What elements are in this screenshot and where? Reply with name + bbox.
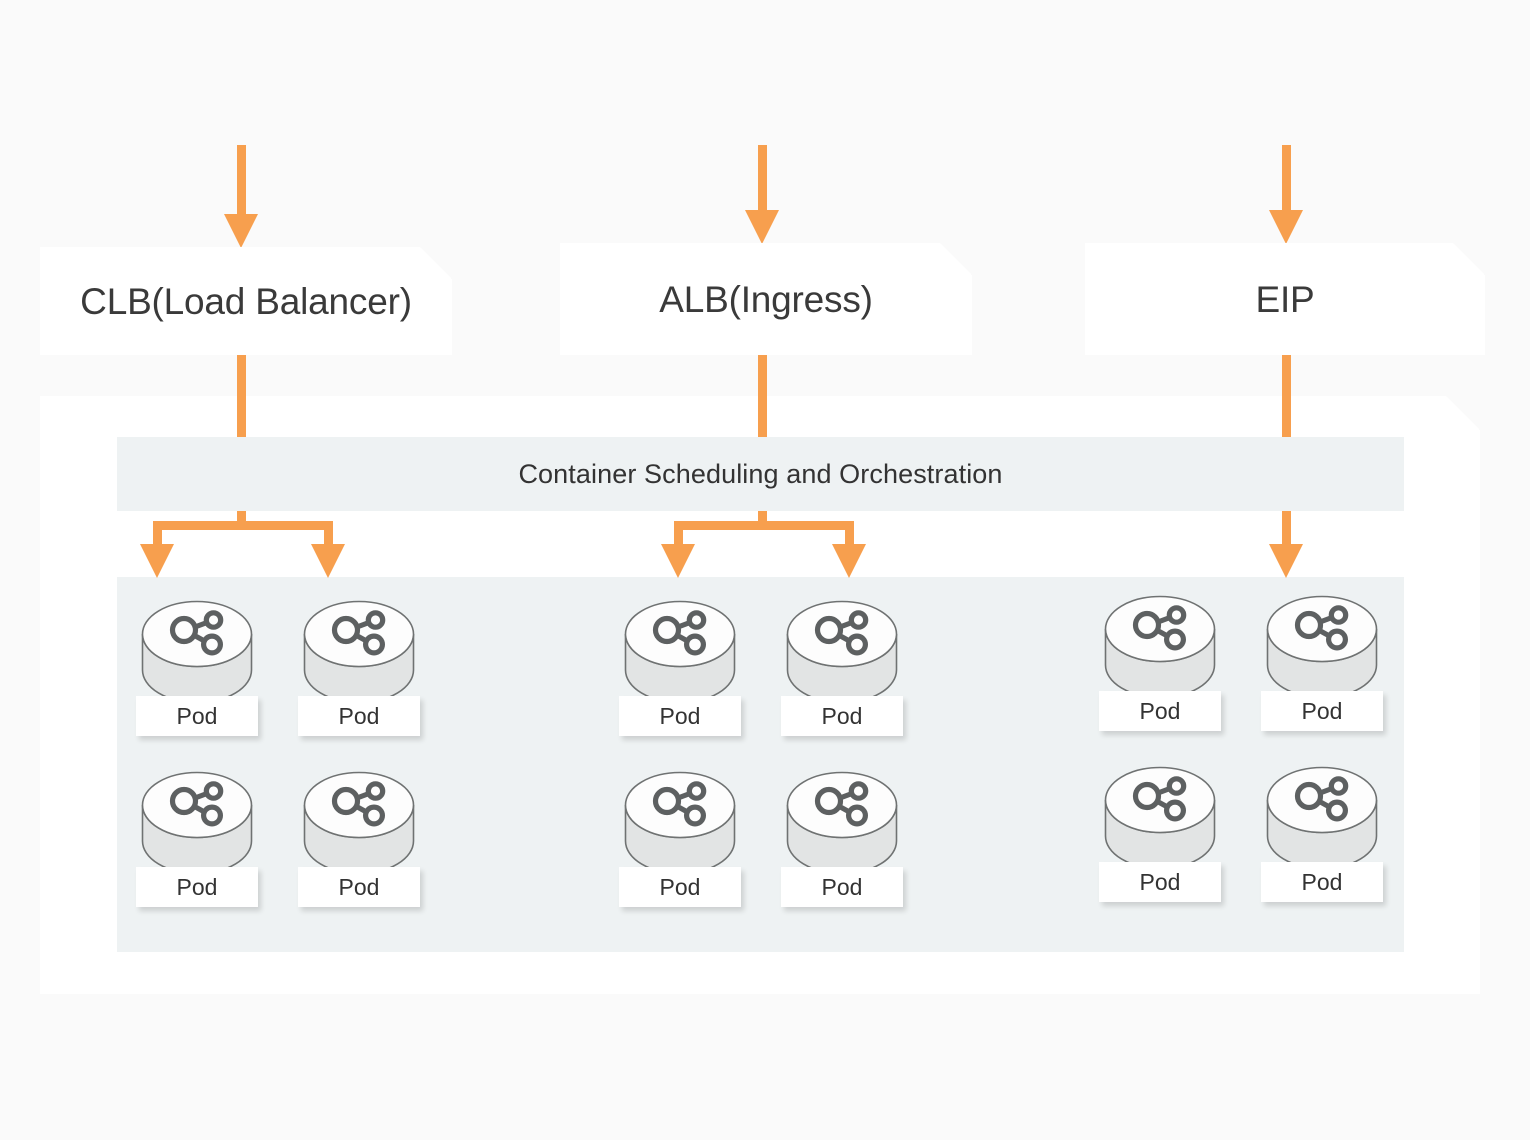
split-alb-stem <box>758 511 767 529</box>
inbound-arrow-clb-head <box>224 214 258 248</box>
share-network-icon <box>1266 595 1378 699</box>
pod-node[interactable]: Pod <box>1261 766 1383 902</box>
share-network-icon <box>141 600 253 704</box>
pod-label: Pod <box>298 867 420 907</box>
pod-label: Pod <box>298 696 420 736</box>
split-clb-stem <box>237 511 246 529</box>
share-network-icon <box>624 771 736 875</box>
share-network-icon <box>1104 766 1216 870</box>
split-clb-right-arrowhead <box>311 544 345 578</box>
link-eip-to-orchestration <box>1282 355 1291 437</box>
pod-node[interactable]: Pod <box>1261 595 1383 731</box>
pod-label: Pod <box>619 867 741 907</box>
pod-label: Pod <box>136 696 258 736</box>
share-network-icon <box>1266 766 1378 870</box>
entry-box-clb-label: CLB(Load Balancer) <box>80 280 412 322</box>
pod-label: Pod <box>781 696 903 736</box>
pod-label: Pod <box>781 867 903 907</box>
pod-label: Pod <box>1261 691 1383 731</box>
pod-node[interactable]: Pod <box>298 600 420 736</box>
split-alb-left-drop <box>674 521 683 545</box>
split-alb-crossbar <box>674 521 854 530</box>
pod-node[interactable]: Pod <box>619 600 741 736</box>
share-network-icon <box>303 771 415 875</box>
pod-label: Pod <box>136 867 258 907</box>
share-network-icon <box>1104 595 1216 699</box>
split-clb-left-arrowhead <box>140 544 174 578</box>
pod-label: Pod <box>1099 691 1221 731</box>
share-network-icon <box>624 600 736 704</box>
pod-label: Pod <box>1261 862 1383 902</box>
split-alb-right-arrowhead <box>832 544 866 578</box>
direct-eip-arrowhead <box>1269 544 1303 578</box>
pod-label: Pod <box>619 696 741 736</box>
share-network-icon <box>303 600 415 704</box>
entry-box-eip-label: EIP <box>1255 278 1315 320</box>
pod-node[interactable]: Pod <box>781 600 903 736</box>
inbound-arrow-eip-head <box>1269 210 1303 244</box>
pod-node[interactable]: Pod <box>1099 766 1221 902</box>
split-alb-left-arrowhead <box>661 544 695 578</box>
orchestration-bar: Container Scheduling and Orchestration <box>117 437 1404 511</box>
inbound-arrow-alb-head <box>745 210 779 244</box>
inbound-arrow-clb-line <box>237 145 246 222</box>
pod-node[interactable]: Pod <box>298 771 420 907</box>
pod-label: Pod <box>1099 862 1221 902</box>
link-alb-to-orchestration <box>758 355 767 437</box>
inbound-arrow-alb-line <box>758 145 767 218</box>
pod-node[interactable]: Pod <box>136 600 258 736</box>
share-network-icon <box>141 771 253 875</box>
pod-node[interactable]: Pod <box>136 771 258 907</box>
pod-node[interactable]: Pod <box>1099 595 1221 731</box>
link-clb-to-orchestration <box>237 355 246 437</box>
split-alb-right-drop <box>845 521 854 545</box>
orchestration-bar-label: Container Scheduling and Orchestration <box>518 458 1003 489</box>
entry-box-alb-label: ALB(Ingress) <box>659 278 873 320</box>
share-network-icon <box>786 600 898 704</box>
split-clb-crossbar <box>153 521 333 530</box>
entry-box-clb[interactable]: CLB(Load Balancer) <box>40 247 452 355</box>
split-clb-right-drop <box>324 521 333 545</box>
share-network-icon <box>786 771 898 875</box>
inbound-arrow-eip-line <box>1282 145 1291 218</box>
entry-box-eip[interactable]: EIP <box>1085 243 1485 355</box>
entry-box-alb[interactable]: ALB(Ingress) <box>560 243 972 355</box>
pod-node[interactable]: Pod <box>781 771 903 907</box>
direct-eip-line <box>1282 511 1291 545</box>
pod-node[interactable]: Pod <box>619 771 741 907</box>
split-clb-left-drop <box>153 521 162 545</box>
